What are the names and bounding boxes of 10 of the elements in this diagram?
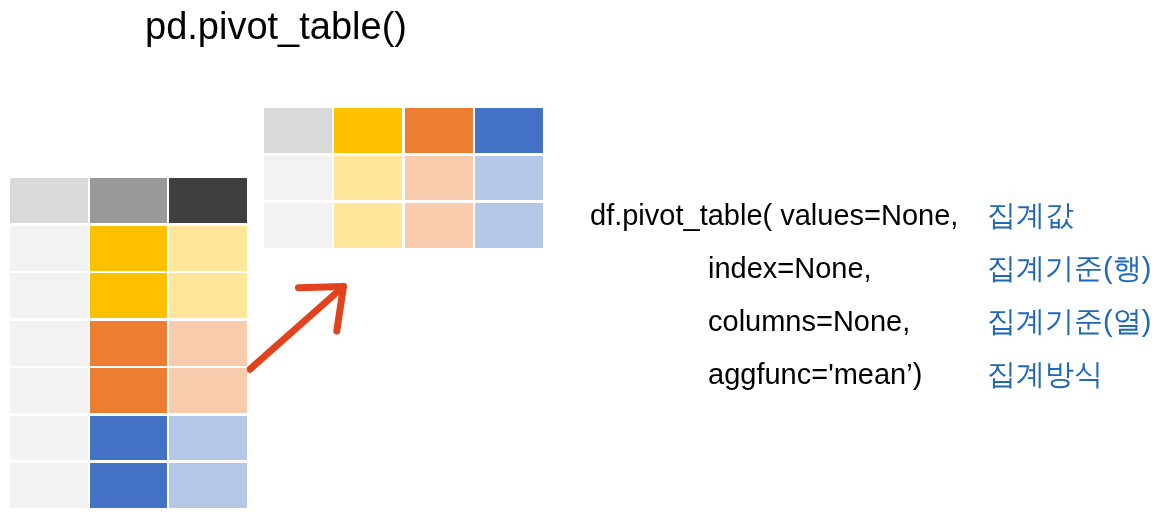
- title: pd.pivot_table(): [145, 5, 407, 49]
- annotation: 집계기준(행): [987, 251, 1152, 285]
- annotation: 집계값: [987, 198, 1074, 232]
- code-line: columns=None,: [708, 304, 911, 338]
- code-line: index=None,: [708, 251, 872, 285]
- code-line: df.pivot_table( values=None,: [590, 198, 959, 232]
- code-line: aggfunc='mean’): [708, 357, 923, 391]
- arrow: [246, 283, 347, 373]
- annotation: 집계방식: [987, 357, 1103, 391]
- annotation: 집계기준(열): [987, 304, 1152, 338]
